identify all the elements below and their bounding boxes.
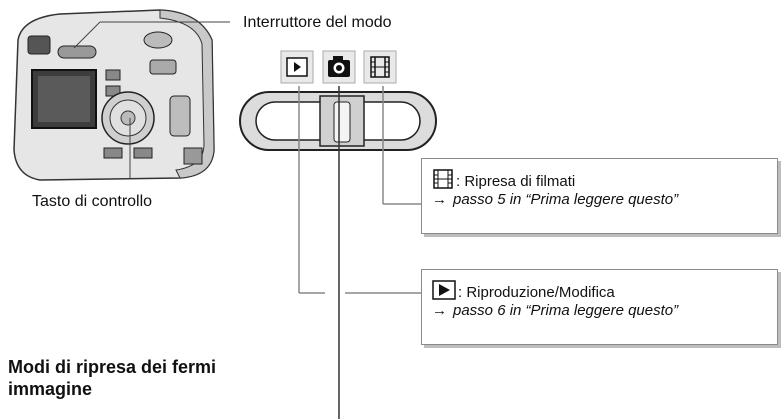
playback-reference: passo 6 in “Prima leggere questo”: [453, 302, 679, 319]
arrow-icon: →: [432, 191, 447, 208]
playback-title: : Riproduzione/Modifica: [458, 283, 615, 301]
arrow-icon: →: [432, 302, 447, 319]
still-shooting-modes-heading: Modi di ripresa dei fermi immagine: [8, 356, 216, 400]
heading-line1: Modi di ripresa dei fermi: [8, 357, 217, 377]
playback-icon: [279, 49, 315, 85]
movie-mode-callout: : Ripresa di filmati → passo 5 in “Prima …: [421, 158, 778, 234]
movie-mode-icon: [432, 169, 454, 193]
control-button-label: Tasto di controllo: [32, 193, 153, 210]
movie-mode-title: : Ripresa di filmati: [456, 172, 576, 190]
camera-illustration: [13, 9, 230, 181]
movie-mode-reference: passo 5 in “Prima leggere questo”: [453, 191, 679, 208]
heading-line2: immagine: [8, 379, 93, 399]
playback-icon: [432, 280, 456, 304]
mode-switch-label: Interruttore del modo: [243, 14, 392, 31]
movie-mode-icon: [362, 49, 398, 85]
playback-callout: : Riproduzione/Modifica → passo 6 in “Pri…: [421, 269, 778, 345]
mode-switch-slider: [239, 91, 437, 151]
camera-icon: [321, 49, 357, 85]
